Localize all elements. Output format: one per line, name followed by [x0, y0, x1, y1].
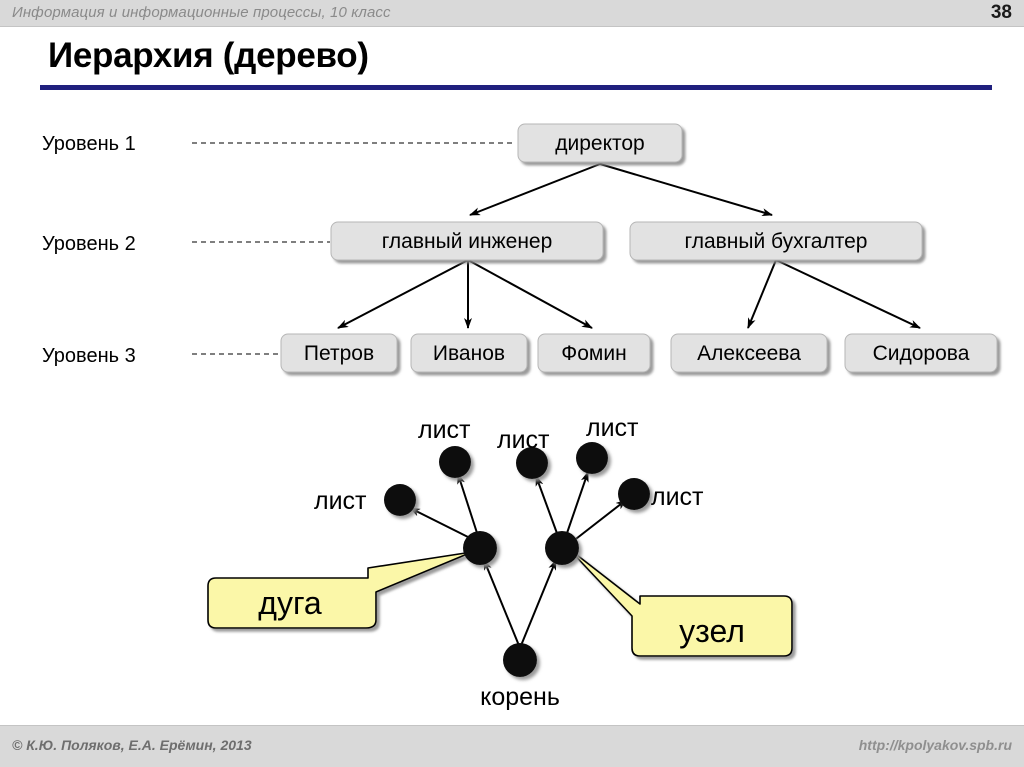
callout-duga-label: дуга	[258, 585, 322, 621]
edge-director-engineer	[469, 163, 601, 216]
tree-leaf-dot-1[interactable]	[384, 484, 416, 516]
level-2-label: Уровень 2	[42, 233, 136, 255]
level-row-2: Уровень 2	[42, 233, 330, 255]
org-node-chief-accountant[interactable]: главный бухгалтер	[629, 221, 923, 261]
tree-inner-dot-left[interactable]	[463, 531, 497, 565]
org-node-sidorova-label: Сидорова	[873, 342, 970, 365]
org-node-sidorova[interactable]: Сидорова	[844, 333, 998, 373]
footer-bar: © К.Ю. Поляков, Е.А. Ерёмин, 2013 http:/…	[0, 725, 1024, 767]
tree-edge-left-leaf1	[409, 507, 475, 541]
callout-duga[interactable]: дуга	[207, 551, 473, 629]
tree-leaf-dot-5[interactable]	[618, 478, 650, 510]
tree-edge-right-leaf3	[571, 499, 627, 543]
org-node-chief-engineer-label: главный инженер	[382, 230, 553, 253]
org-node-chief-accountant-label: главный бухгалтер	[685, 230, 868, 253]
org-node-petrov-label: Петров	[304, 342, 374, 365]
org-node-alekseeva[interactable]: Алексеева	[670, 333, 828, 373]
tree-edge-root-right	[519, 559, 557, 649]
callout-uzel-label: узел	[679, 613, 745, 649]
tree-leaf-nodes	[384, 442, 650, 516]
org-node-sidorova-box	[844, 333, 998, 373]
tree-inner-nodes	[463, 531, 579, 677]
level-3-label: Уровень 3	[42, 345, 136, 367]
tree-leaf-dot-3[interactable]	[516, 447, 548, 479]
org-node-alekseeva-box	[670, 333, 828, 373]
tree-edge-left-leaf2	[457, 473, 479, 537]
subject-title: Информация и информационные процессы, 10…	[12, 4, 391, 21]
tree-edge-right-leaf2	[565, 471, 589, 537]
level-row-1: Уровень 1	[42, 133, 516, 155]
top-header-bar: Информация и информационные процессы, 10…	[0, 0, 1024, 27]
tree-root-dot[interactable]	[503, 643, 537, 677]
org-node-fomin-label: Фомин	[561, 342, 626, 365]
org-node-alekseeva-label: Алексеева	[697, 342, 801, 365]
diagram-canvas: Уровень 1 Уровень 2 Уровень 3 директор г…	[0, 100, 1024, 710]
org-edges	[337, 163, 921, 329]
org-node-chief-accountant-box	[629, 221, 923, 261]
page-title: Иерархия (дерево)	[48, 36, 369, 75]
org-node-ivanov-label: Иванов	[433, 342, 505, 365]
tree-root-label: корень	[480, 683, 560, 710]
page-number: 38	[990, 2, 1012, 23]
edge-accountant-alekseeva	[747, 259, 777, 329]
edge-director-accountant	[599, 163, 773, 216]
tree-leaf-label-1: лист	[314, 487, 367, 515]
org-node-ivanov-box	[410, 333, 528, 373]
org-node-director-box	[517, 123, 683, 163]
level-1-label: Уровень 1	[42, 133, 136, 155]
level-row-3: Уровень 3	[42, 345, 280, 367]
org-node-director[interactable]: директор	[517, 123, 683, 163]
tree-leaf-dot-2[interactable]	[439, 446, 471, 478]
tree-edge-right-leaf1	[535, 475, 559, 537]
title-underline-rule	[40, 85, 992, 90]
org-node-chief-engineer[interactable]: главный инженер	[330, 221, 604, 261]
footer-copyright: © К.Ю. Поляков, Е.А. Ерёмин, 2013	[12, 737, 252, 753]
tree-leaf-label-5: лист	[651, 483, 704, 511]
tree-edge-root-left	[483, 559, 521, 649]
org-node-director-label: директор	[555, 132, 645, 155]
org-node-fomin[interactable]: Фомин	[537, 333, 651, 373]
org-node-petrov-box	[280, 333, 398, 373]
edge-accountant-sidorova	[775, 259, 921, 329]
edge-engineer-fomin	[467, 259, 593, 329]
org-node-fomin-box	[537, 333, 651, 373]
tree-leaf-label-3: лист	[497, 426, 550, 454]
tree-leaf-label-2: лист	[418, 416, 471, 444]
tree-inner-dot-right[interactable]	[545, 531, 579, 565]
callout-duga-shape	[207, 551, 473, 629]
tree-leaf-label-4: лист	[586, 414, 639, 442]
tree-edges	[409, 471, 627, 649]
tree-leaf-dot-4[interactable]	[576, 442, 608, 474]
edge-engineer-petrov	[337, 259, 469, 329]
org-node-chief-engineer-box	[330, 221, 604, 261]
footer-url[interactable]: http://kpolyakov.spb.ru	[858, 737, 1012, 753]
callout-uzel-shape	[567, 547, 793, 657]
org-node-petrov[interactable]: Петров	[280, 333, 398, 373]
callout-uzel[interactable]: узел	[567, 547, 793, 657]
org-node-ivanov[interactable]: Иванов	[410, 333, 528, 373]
